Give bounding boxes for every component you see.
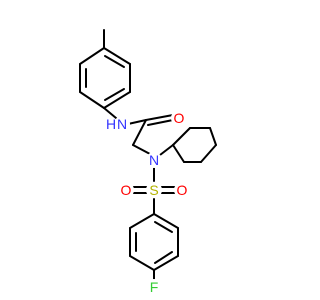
- bond-ch2-to-n: [132, 144, 151, 155]
- bond-tolyl-inner-2: [104, 88, 125, 101]
- sulfonyl-oxygen-right-label: O: [177, 182, 188, 198]
- bond-tolyl-6: [79, 47, 105, 65]
- carbonyl-oxygen-label-bg: [171, 110, 187, 126]
- bond-fluoro-ring-1: [129, 213, 155, 229]
- amide-hydrogen-label: H: [106, 116, 116, 132]
- bond-ring-to-nh: [103, 107, 117, 119]
- bond-fluoro-ring-6: [153, 213, 179, 229]
- bond-carbonyl-to-ch2: [132, 119, 147, 146]
- bond-tolyl-3: [103, 91, 131, 109]
- bond-cyclohexyl-3: [209, 127, 217, 146]
- bond-tolyl-inner-1: [104, 55, 125, 68]
- fluorine-label: F: [150, 279, 159, 295]
- atom-label-layer: N H O N S O O F: [106, 110, 190, 295]
- bond-tolyl-4: [79, 91, 105, 109]
- bond-nh-to-carbonyl: [127, 119, 147, 125]
- fluorine-label-bg: [146, 279, 162, 295]
- carbonyl-oxygen-label: O: [174, 110, 185, 126]
- bond-fluoro-ring-4: [153, 255, 179, 271]
- sulfonyl-oxygen-left-label-bg: [118, 182, 134, 198]
- sulfonyl-oxygen-left-label: O: [121, 182, 132, 198]
- bond-n-to-cyclohexyl: [159, 144, 174, 156]
- bond-carbonyl-o-2: [147, 119, 174, 126]
- sulfonamide-nitrogen-label-bg: [146, 152, 162, 168]
- amide-nitrogen-label: N: [117, 116, 127, 132]
- bond-cyclohexyl-1: [172, 127, 191, 146]
- chemical-structure-diagram: N H O N S O O F: [79, 29, 217, 295]
- bond-fluoro-inner-3: [154, 221, 173, 233]
- sulfur-label: S: [149, 182, 158, 198]
- bond-fluoro-ring-3: [129, 255, 155, 271]
- bond-cyclohexyl-4: [200, 144, 217, 163]
- sulfur-label-bg: [146, 182, 162, 198]
- bond-tolyl-1: [103, 47, 131, 65]
- bond-carbonyl-o-1: [145, 114, 174, 121]
- sulfonyl-oxygen-right-label-bg: [174, 182, 190, 198]
- bond-layer: [79, 29, 217, 281]
- bond-fluoro-inner-2: [154, 251, 173, 264]
- amide-nh-label-bg: [114, 116, 130, 132]
- bond-cyclohexyl-6: [172, 144, 185, 163]
- sulfonamide-nitrogen-label: N: [149, 152, 159, 168]
